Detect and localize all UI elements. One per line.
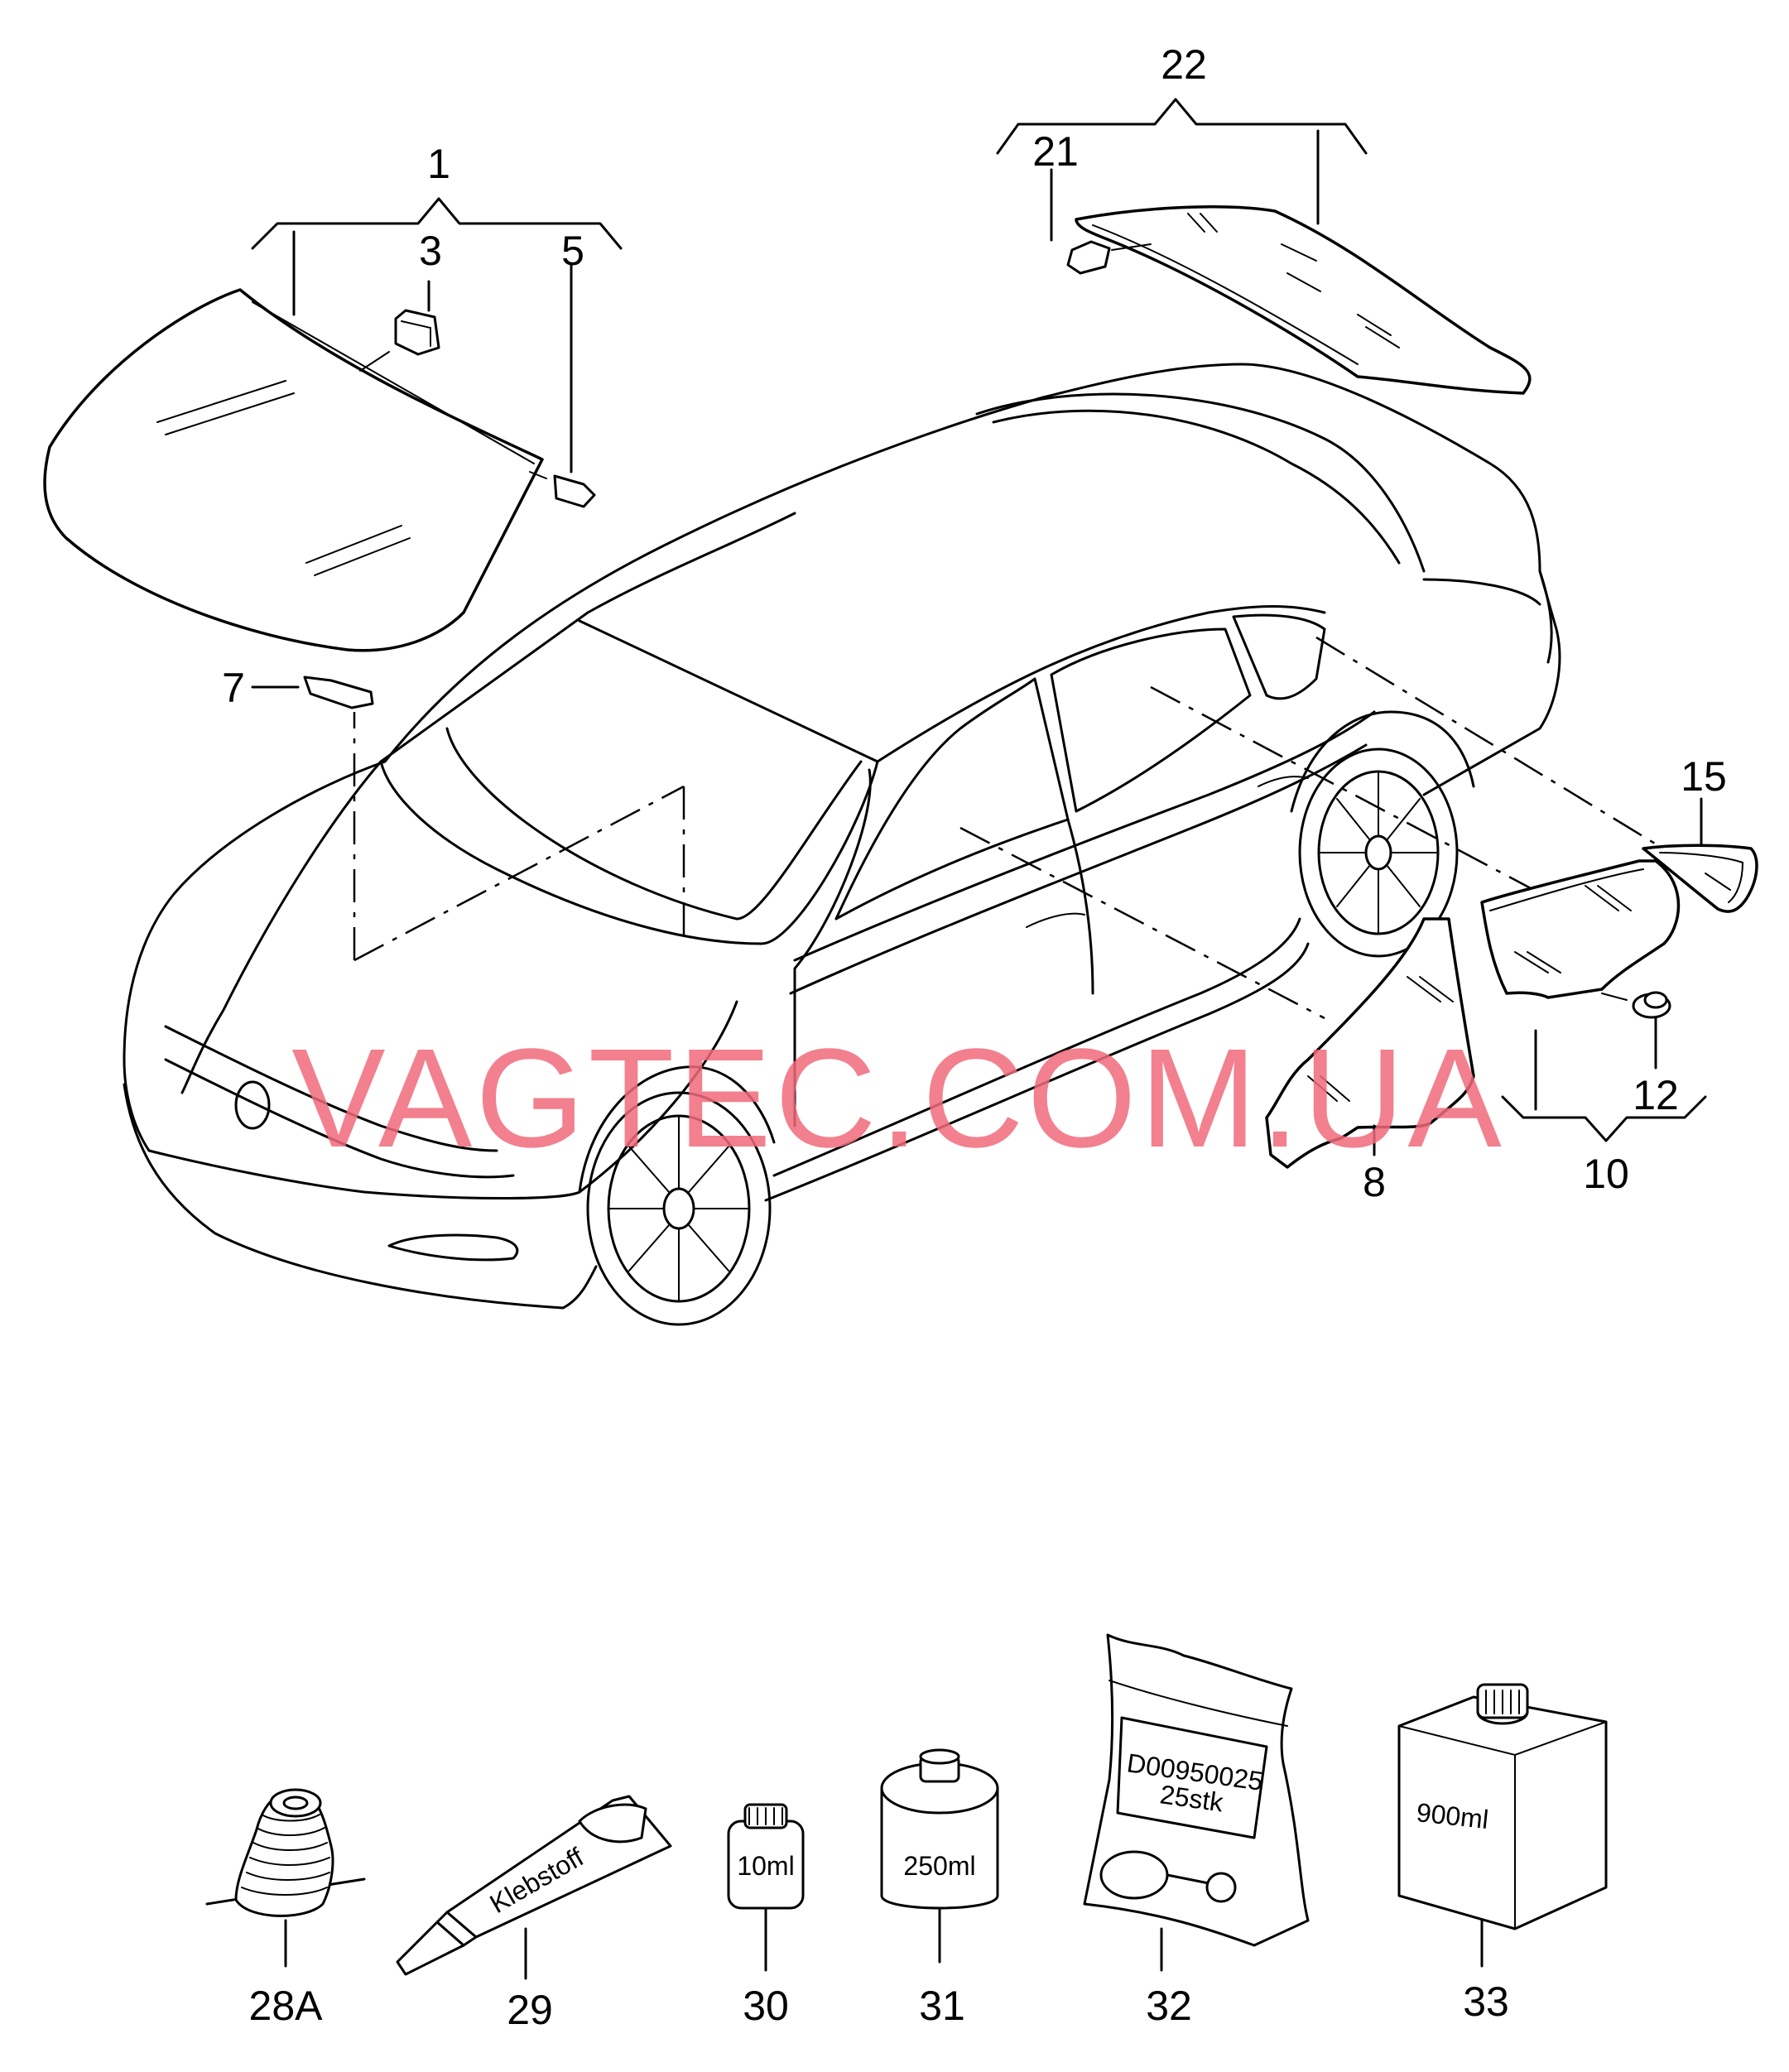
canister-part-33: 900ml [1397, 1683, 1608, 1968]
adhesive-tube-part-29: Klebstoff [396, 1795, 672, 1980]
callout-29: 29 [507, 1987, 553, 2033]
car-body [123, 363, 1561, 1326]
callout-8: 8 [1363, 1159, 1386, 1205]
can-label: 250ml [903, 1851, 975, 1881]
callout-3: 3 [419, 228, 442, 274]
clip-part-3 [359, 280, 440, 372]
callout-10: 10 [1583, 1151, 1629, 1197]
callout-22: 22 [1161, 41, 1207, 88]
callout-numbers: 1 3 5 7 8 10 12 15 21 22 28A 29 30 31 32… [222, 41, 1727, 2033]
door-glass-part-10 [1480, 859, 1681, 1001]
mirror-base-part-7 [251, 675, 374, 709]
clip-part-21 [1050, 168, 1152, 275]
clip-part-5 [529, 263, 596, 508]
callout-21: 21 [1032, 128, 1079, 175]
door-glass-part-8 [1265, 917, 1475, 1169]
callout-10-bracket [1501, 1029, 1707, 1142]
windshield-glass [43, 288, 544, 652]
callout-7: 7 [222, 665, 245, 711]
callout-5: 5 [561, 228, 584, 274]
callout-32: 32 [1146, 1983, 1192, 2029]
callout-1-bracket [251, 197, 623, 316]
grommet-part-12 [1632, 991, 1671, 1070]
leader-lines [353, 636, 1698, 1020]
bottle-label: 10ml [737, 1851, 794, 1881]
callout-1: 1 [427, 141, 450, 187]
watermark-text: VAGTEC.COM.UA [291, 1020, 1505, 1177]
callout-33: 33 [1463, 1978, 1509, 2025]
callout-30: 30 [743, 1983, 789, 2029]
can-part-31: 250ml [880, 1748, 999, 1964]
callout-12: 12 [1633, 1072, 1679, 1118]
callout-15: 15 [1681, 753, 1727, 800]
bottle-part-30: 10ml [727, 1803, 805, 1972]
rear-window-glass [1075, 205, 1532, 395]
bag-part-32: D00950025 25stk [1083, 1633, 1310, 1972]
seal-part-28a [205, 1788, 366, 1968]
callout-22-bracket [996, 98, 1368, 225]
quarter-glass-part-15 [1642, 797, 1758, 913]
callout-31: 31 [919, 1983, 965, 2029]
callout-28a: 28A [249, 1983, 324, 2029]
